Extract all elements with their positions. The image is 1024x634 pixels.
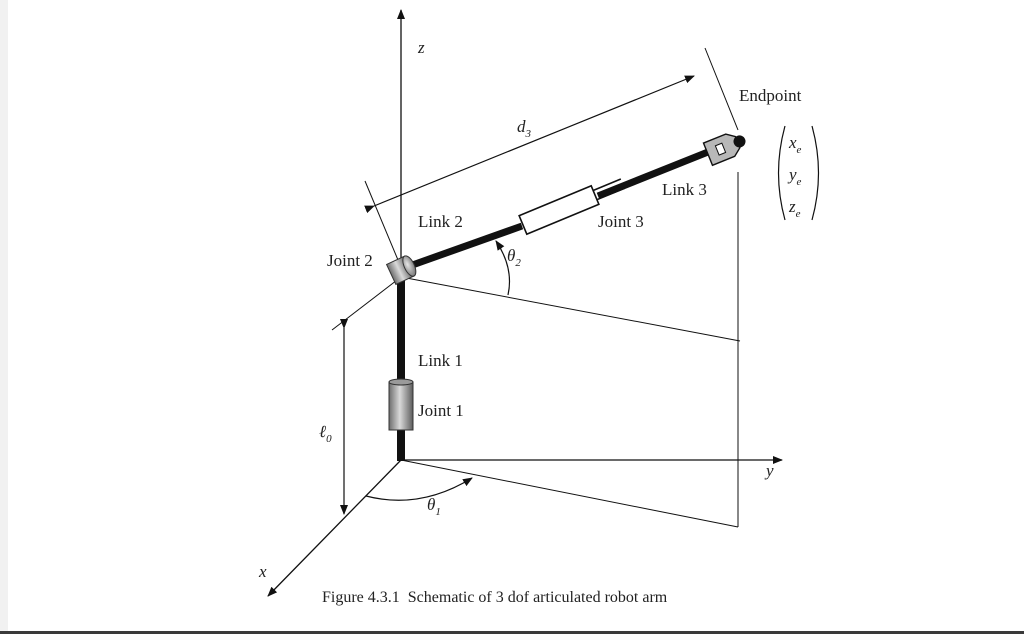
link1-label: Link 1 <box>418 351 463 370</box>
xe-symbol: xe <box>788 133 802 156</box>
d3-right-extension <box>704 47 739 131</box>
figure-caption: Figure 4.3.1 Schematic of 3 dof articula… <box>322 589 668 606</box>
endpoint-vector-right-paren <box>811 125 820 221</box>
link3-label: Link 3 <box>662 180 707 199</box>
joint2-label: Joint 2 <box>327 251 373 270</box>
ye-symbol: ye <box>787 165 802 188</box>
joint3-label: Joint 3 <box>598 212 644 231</box>
joint1-label: Joint 1 <box>418 401 464 420</box>
shoulder-projection-line <box>400 276 741 342</box>
x-axis-label: x <box>258 562 267 581</box>
endpoint-label: Endpoint <box>739 86 802 105</box>
bottom-border-bar <box>0 631 1024 634</box>
link2-label: Link 2 <box>418 212 463 231</box>
z-axis-label: z <box>417 38 425 57</box>
l0-symbol: ℓ0 <box>319 422 332 445</box>
link2-bar <box>402 222 524 272</box>
ze-symbol: ze <box>788 197 801 220</box>
left-margin-band <box>0 0 8 634</box>
joint2-cylinder <box>385 255 417 286</box>
y-axis-label: y <box>764 461 774 480</box>
theta1-symbol: θ1 <box>427 495 441 518</box>
d3-symbol: d3 <box>517 117 532 140</box>
x-axis <box>267 459 402 597</box>
endpoint-gripper <box>702 133 746 167</box>
link1-bar <box>397 276 405 461</box>
joint1-cylinder <box>388 378 414 431</box>
endpoint-vector-left-paren <box>777 125 786 221</box>
base-projection-line <box>400 459 739 528</box>
theta1-arc <box>365 477 473 501</box>
theta2-symbol: θ2 <box>507 246 521 269</box>
theta2-arc <box>495 240 511 296</box>
d3-left-extension <box>364 180 399 261</box>
joint3-prismatic <box>518 178 625 236</box>
l0-top-extension <box>331 276 402 331</box>
link3-bar <box>596 144 720 200</box>
d3-dimension-line <box>364 75 695 214</box>
